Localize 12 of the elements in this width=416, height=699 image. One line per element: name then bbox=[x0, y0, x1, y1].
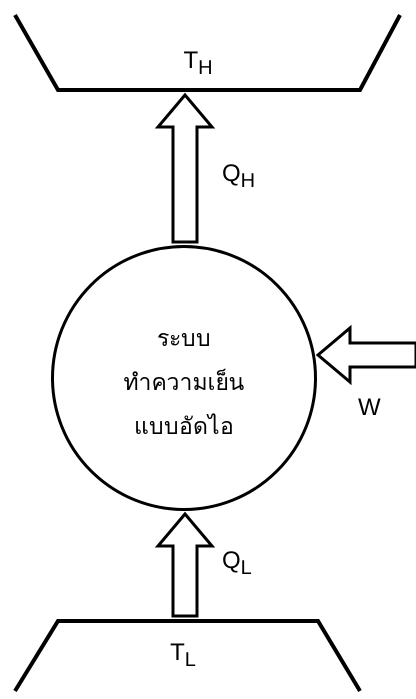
block-arrow bbox=[154, 92, 216, 244]
temperature-label: T$_{L}$ bbox=[169, 639, 197, 672]
reservoir-shape bbox=[15, 619, 360, 691]
temperature-label: T$_{H}$ bbox=[182, 47, 214, 80]
reservoir-shape bbox=[15, 15, 400, 92]
system-label: ระบบทำความเย็นแบบอัดไอ bbox=[122, 325, 246, 442]
edge-label: Q$_{H}$ bbox=[222, 160, 256, 193]
system-circle bbox=[51, 245, 317, 511]
block-arrow bbox=[316, 324, 416, 386]
block-arrow bbox=[154, 512, 216, 618]
edge-label: W bbox=[358, 394, 381, 422]
edge-label: Q$_{L}$ bbox=[222, 547, 252, 580]
